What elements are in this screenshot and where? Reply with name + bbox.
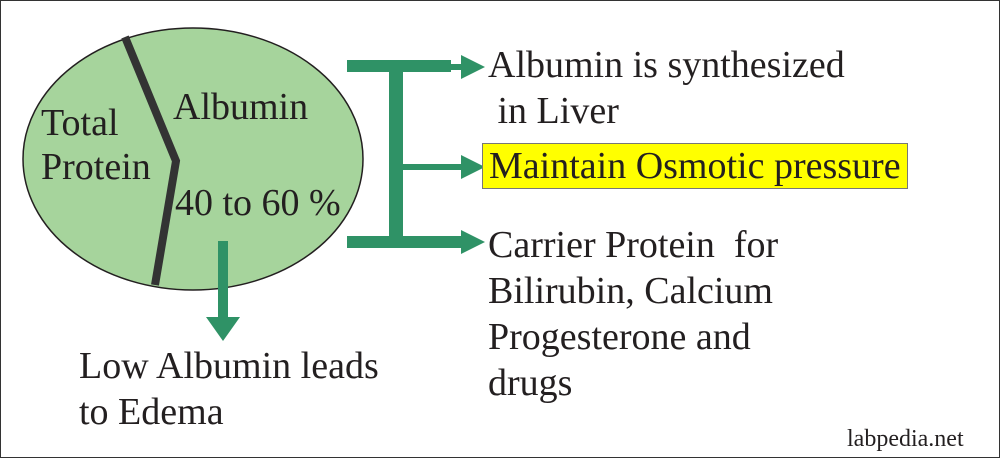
albumin-label: Albumin [173, 86, 309, 128]
watermark: labpedia.net [847, 426, 964, 452]
total-label-line2: Protein [41, 146, 151, 188]
albumin-percent-label: 40 to 60 % [175, 182, 341, 224]
arrow-2-head [461, 155, 485, 179]
arrow-3-head [461, 230, 485, 254]
branch-1-line2: in Liver [488, 90, 619, 132]
branch-3-line3: Progesterone and [488, 316, 751, 358]
branch-3-line1: Carrier Protein for [488, 224, 779, 266]
down-arrow-head [206, 317, 240, 341]
branch-1-line1: Albumin is synthesized [488, 44, 845, 86]
branch-2-highlighted-text: Maintain Osmotic pressure [482, 143, 908, 189]
total-label-line1: Total [41, 102, 119, 144]
branch-3-line2: Bilirubin, Calcium [488, 270, 773, 312]
arrow-3-shaft [403, 239, 463, 245]
bracket-vertical-bar [389, 60, 403, 248]
low-albumin-note-line1: Low Albumin leads [79, 345, 379, 387]
arrow-2-shaft [403, 164, 463, 170]
low-albumin-note-line2: to Edema [79, 391, 224, 433]
down-arrow-shaft [218, 241, 228, 319]
albumin-divider-line [121, 35, 181, 286]
branch-3-line4: drugs [488, 362, 573, 404]
protein-ellipse [22, 27, 364, 291]
arrow-1-head [461, 55, 485, 79]
arrow-1-shaft [403, 64, 463, 70]
